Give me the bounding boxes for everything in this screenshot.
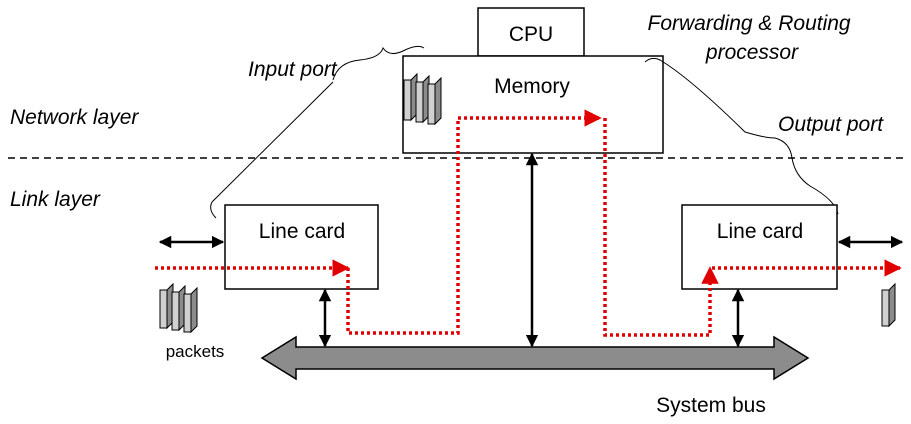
line-card-left-label: Line card <box>259 220 345 243</box>
cpu-label: CPU <box>509 23 553 46</box>
incoming-packets-icon <box>159 282 198 334</box>
outgoing-packet-icon <box>881 282 896 328</box>
input-port-bracket-line <box>211 81 334 203</box>
input-port-bracket-end <box>210 201 217 219</box>
link-layer-label: Link layer <box>10 188 101 211</box>
packet-path-from-memory <box>603 118 719 337</box>
output-port-brace <box>644 57 793 159</box>
memory-box <box>402 55 664 154</box>
packets-label: packets <box>166 342 225 361</box>
input-port-label: Input port <box>248 58 338 81</box>
packet-path-to-memory <box>346 109 602 335</box>
system-bus-arrow <box>260 335 810 381</box>
input-port-brace <box>332 45 425 81</box>
memory-packets-icon <box>403 72 442 126</box>
packet-path <box>155 109 902 337</box>
line-card-right-label: Line card <box>717 220 803 243</box>
line-card-right-box <box>681 204 838 290</box>
output-port-label: Output port <box>778 113 884 136</box>
line-card-left-box <box>224 204 379 290</box>
forwarding-processor-label: Forwarding & Routing processor <box>648 12 857 64</box>
memory-label: Memory <box>494 75 570 98</box>
network-layer-label: Network layer <box>10 106 139 129</box>
system-bus-label: System bus <box>656 394 766 417</box>
